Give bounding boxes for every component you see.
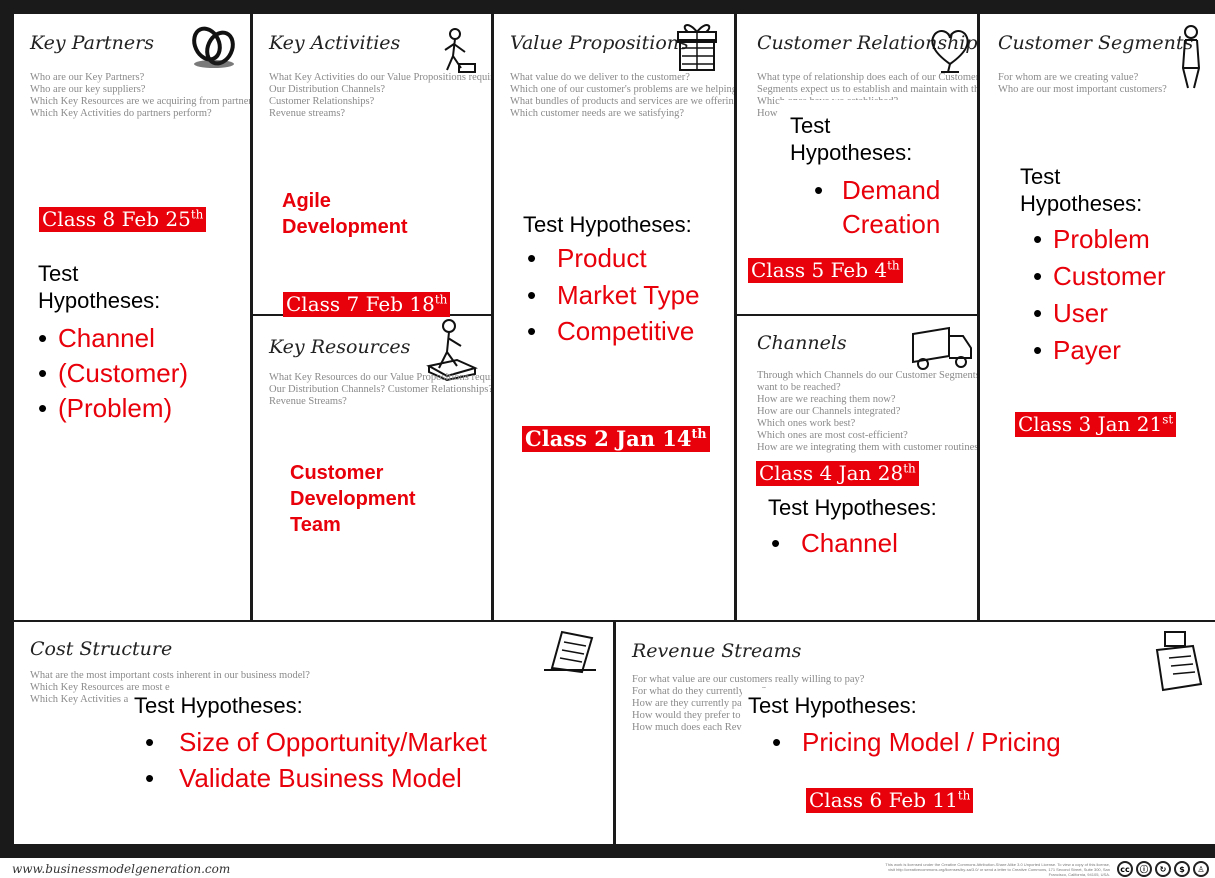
attribution-icon: ♙	[1193, 861, 1209, 877]
gift-icon	[677, 24, 717, 71]
cs-class-label: Class 3 Jan 21st	[1015, 412, 1177, 437]
cr-bullet-1: •Demand Creation	[814, 175, 941, 239]
key-activities-questions: What Key Activities do our Value Proposi…	[269, 72, 491, 119]
kp-bullet-3: •(Problem)	[38, 393, 173, 423]
kp-bullet-2: •(Customer)	[38, 358, 189, 388]
customer-segments-questions: For whom are we creating value? Who are …	[998, 72, 1167, 95]
cost-structure-title: Cost Structure	[30, 638, 173, 660]
vp-bullet-2: •Market Type	[527, 280, 700, 310]
kp-bullet-1: •Channel	[38, 323, 155, 353]
license-text: This work is licensed under the Creative…	[885, 862, 1110, 877]
ch-bullet-1: •Channel	[771, 528, 898, 558]
key-activities-block: Key Activities What Key Activities do ou…	[253, 14, 491, 314]
cost-test-hypotheses: Test Hypotheses:	[134, 693, 303, 718]
truck-icon	[912, 326, 972, 370]
rev-bullet-1: •Pricing Model / Pricing	[772, 727, 1061, 757]
cost-bullet-2: •Validate Business Model	[145, 763, 462, 793]
key-resources-title: Key Resources	[269, 336, 411, 358]
vp-class-label: Class 2 Jan 14th	[522, 426, 710, 452]
revenue-streams-title: Revenue Streams	[632, 640, 802, 662]
cr-class-label: Class 5 Feb 4th	[748, 258, 903, 283]
kp-test-hypotheses: Test Hypotheses:	[38, 261, 161, 313]
key-resources-questions: What Key Resources do our Value Proposit…	[269, 372, 491, 407]
cost-bullet-1: •Size of Opportunity/Market	[145, 727, 487, 757]
worker-icon	[444, 28, 476, 73]
key-partners-block: Key Partners Who are our Key Partners? W…	[14, 14, 250, 620]
revenue-streams-questions: For what value are our customers really …	[632, 674, 865, 733]
footer-url[interactable]: www.businessmodelgeneration.com	[12, 862, 231, 876]
cs-overlay-box	[982, 98, 1214, 388]
channels-questions: Through which Channels do our Customer S…	[757, 370, 977, 453]
kr-customer-development-team: Customer Development Team	[290, 462, 416, 536]
value-propositions-title: Value Propositions	[510, 32, 689, 54]
key-resources-block: Key Resources What Key Resources do our …	[253, 316, 491, 620]
worker-icon	[426, 319, 478, 382]
cs-bullet-4: •Payer	[1033, 335, 1121, 365]
cs-bullet-2: •Customer	[1033, 261, 1166, 291]
cs-bullet-3: •User	[1033, 298, 1108, 328]
channels-title: Channels	[757, 332, 847, 354]
rev-test-hypotheses: Test Hypotheses:	[748, 693, 917, 718]
value-propositions-block: Value Propositions What value do we deli…	[494, 14, 734, 620]
ka-agile-development: Agile Development	[282, 190, 408, 238]
nc-icon: $	[1174, 861, 1190, 877]
ch-test-hypotheses: Test Hypotheses:	[768, 495, 937, 520]
ch-overlay-box	[764, 490, 976, 576]
cc-license-icons: cc ⓘ ↻ $ ♙	[1117, 861, 1209, 877]
rev-overlay-box	[742, 688, 1142, 768]
rev-class-label: Class 6 Feb 11th	[806, 788, 974, 813]
key-activities-title: Key Activities	[269, 32, 401, 54]
vp-bullet-3: •Competitive	[527, 316, 695, 346]
receipt-icon	[544, 630, 596, 674]
cost-structure-questions: What are the most important costs inhere…	[30, 670, 310, 705]
key-partners-questions: Who are our Key Partners? Who are our ke…	[30, 72, 250, 119]
sa-icon: ↻	[1155, 861, 1171, 877]
customer-segments-title: Customer Segments	[998, 32, 1194, 54]
heart-icon	[931, 30, 969, 73]
cr-test-hypotheses: Test Hypotheses:	[790, 113, 913, 165]
cs-bullet-1: •Problem	[1033, 224, 1150, 254]
by-icon: ⓘ	[1136, 861, 1152, 877]
vp-test-hypotheses: Test Hypotheses:	[523, 212, 692, 237]
chain-links-icon	[192, 26, 235, 68]
key-partners-title: Key Partners	[30, 32, 154, 54]
cs-test-hypotheses: Test Hypotheses:	[1020, 164, 1143, 216]
cc-icon: cc	[1117, 861, 1133, 877]
ch-class-label: Class 4 Jan 28th	[756, 461, 919, 486]
kp-class-label: Class 8 Feb 25th	[39, 207, 207, 232]
ka-class-label: Class 7 Feb 18th	[283, 292, 451, 317]
cash-register-icon	[1155, 631, 1203, 692]
cost-overlay-box	[128, 690, 578, 800]
customer-relationships-title: Customer Relationships	[757, 32, 977, 54]
person-icon	[1181, 25, 1201, 89]
vp-bullet-1: •Product	[527, 243, 647, 273]
value-propositions-questions: What value do we deliver to the customer…	[510, 72, 734, 119]
cr-overlay-box	[780, 100, 976, 252]
